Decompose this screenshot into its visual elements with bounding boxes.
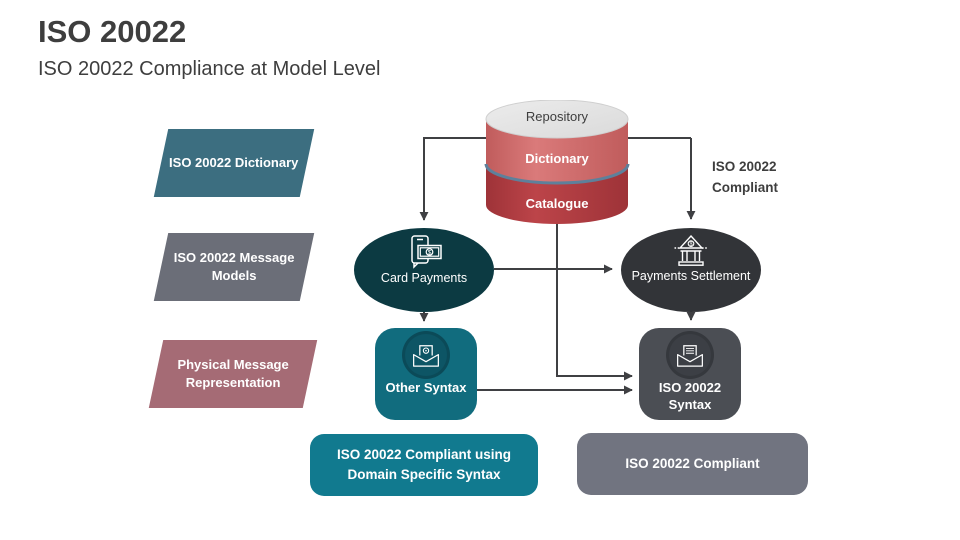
svg-text:$: $ <box>428 249 432 256</box>
node-iso-syntax-label: ISO 20022 Syntax <box>658 380 722 412</box>
node-payments-settlement-label: Payments Settlement <box>631 269 751 283</box>
node-other-syntax-label: Other Syntax <box>385 380 467 395</box>
label-message-models-text: ISO 20022 Message Models <box>173 250 295 283</box>
cylinder-top-ellipse <box>485 100 629 139</box>
node-card-payments: $ Card Payments <box>354 228 494 312</box>
cylinder-dictionary-band <box>486 119 628 183</box>
node-payments-settlement: $ Payments Settlement <box>621 228 761 312</box>
repository-cylinder: Repository Dictionary Catalogue <box>484 100 630 226</box>
repository-label: Repository <box>525 109 589 124</box>
open-envelope-letter-icon <box>677 344 703 367</box>
svg-text:$: $ <box>689 242 692 248</box>
other-syntax-icon-badge <box>405 334 447 376</box>
page-subtitle: ISO 20022 Compliance at Model Level <box>38 58 381 80</box>
cylinder-catalogue-band <box>486 164 628 224</box>
mobile-payment-icon: $ <box>411 235 442 269</box>
label-physical-representation-text: Physical Message Representation <box>177 357 289 390</box>
node-other-syntax: Other Syntax <box>375 328 477 420</box>
label-iso-dictionary-text: ISO 20022 Dictionary <box>169 155 299 171</box>
result-iso-compliant: ISO 20022 Compliant <box>577 433 808 495</box>
label-message-models: ISO 20022 Message Models <box>153 233 315 301</box>
page-title: ISO 20022 <box>38 14 187 49</box>
open-envelope-at-icon <box>413 344 439 367</box>
result-domain-specific-syntax: ISO 20022 Compliant using Domain Specifi… <box>310 434 538 496</box>
label-physical-representation: Physical Message Representation <box>148 340 318 408</box>
compliant-note: ISO 20022 Compliant <box>712 159 778 195</box>
catalogue-label: Catalogue <box>525 196 589 211</box>
label-iso-dictionary: ISO 20022 Dictionary <box>153 129 315 197</box>
cylinder-shape <box>484 100 630 224</box>
result-iso-compliant-label: ISO 20022 Compliant <box>625 455 760 471</box>
result-domain-specific-syntax-label: ISO 20022 Compliant using Domain Specifi… <box>336 446 512 482</box>
node-iso-syntax: ISO 20022 Syntax <box>639 328 741 420</box>
cylinder-separator-ring <box>484 163 630 185</box>
iso-syntax-icon-badge <box>669 334 711 376</box>
bank-icon: $ <box>674 235 708 266</box>
node-card-payments-label: Card Payments <box>380 271 468 285</box>
dictionary-label: Dictionary <box>525 151 589 166</box>
connector-repository-to-iso-syntax <box>556 222 633 381</box>
